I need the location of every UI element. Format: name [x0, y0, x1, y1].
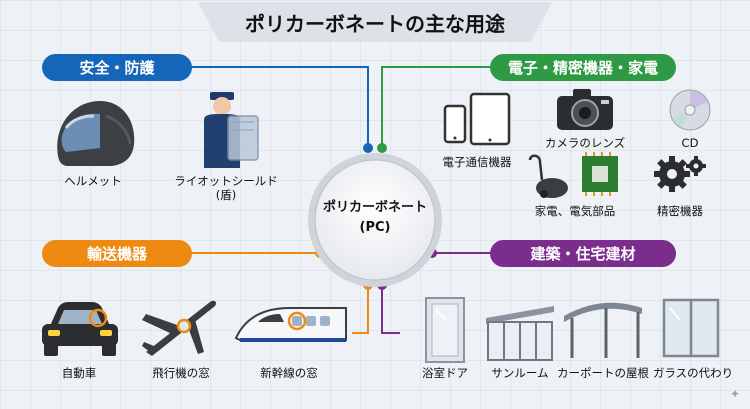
category-safety: 安全・防護	[42, 54, 192, 81]
page-title: ポリカーボネートの主な用途	[245, 11, 505, 36]
category-building: 建築・住宅建材	[490, 240, 676, 267]
precision-label: 精密機器	[657, 204, 703, 218]
category-electronics-label: 電子・精密機器・家電	[507, 59, 658, 77]
category-safety-label: 安全・防護	[79, 59, 155, 77]
helmet-label: ヘルメット	[64, 174, 122, 188]
center-label-abbr: (PC)	[359, 219, 391, 235]
bath-door-label: 浴室ドア	[422, 366, 468, 380]
car-icon	[42, 302, 118, 356]
sunroom-icon	[486, 306, 554, 361]
window-icon	[662, 298, 720, 358]
title-banner: ポリカーボネートの主な用途	[198, 2, 552, 42]
riot-shield-label-line1: ライオットシールド	[174, 174, 278, 188]
camera-icon	[557, 89, 613, 130]
carport-roof-label: カーポートの屋根	[557, 366, 649, 380]
vacuum-chip-icon	[528, 152, 618, 198]
car-label: 自動車	[61, 366, 97, 380]
category-building-label: 建築・住宅建材	[530, 245, 636, 263]
sparkle-icon: ✦	[729, 387, 740, 401]
sunroom-label: サンルーム	[491, 366, 549, 380]
cd-label: CD	[681, 136, 699, 150]
riot-police-icon	[204, 92, 259, 168]
glass-alt-label: ガラスの代わり	[652, 366, 734, 380]
center-label-name: ポリカーボネート	[322, 200, 427, 215]
center-label: ポリカーボネート (PC)	[305, 198, 445, 237]
camera-lens-label: カメラのレンズ	[544, 136, 626, 150]
phone-tablet-icon	[443, 92, 511, 146]
riot-shield-label: ライオットシールド (盾)	[166, 174, 286, 203]
appliance-parts-label: 家電、電気部品	[534, 204, 616, 218]
category-electronics: 電子・精密機器・家電	[490, 54, 676, 81]
shinkansen-icon	[234, 307, 347, 342]
category-transport: 輸送機器	[42, 240, 192, 267]
center-circle	[308, 153, 442, 287]
carport-icon	[564, 302, 642, 358]
bath-door-icon	[425, 297, 465, 363]
plane-window-label: 飛行機の窓	[152, 366, 210, 380]
cd-icon	[669, 89, 711, 131]
helmet-icon	[57, 101, 135, 166]
airplane-icon	[142, 300, 217, 356]
shinkansen-window-label: 新幹線の窓	[260, 366, 318, 380]
category-transport-label: 輸送機器	[86, 245, 147, 263]
riot-shield-label-line2: (盾)	[215, 188, 237, 203]
gears-icon	[654, 156, 706, 192]
electronic-comm-label: 電子通信機器	[442, 155, 512, 169]
